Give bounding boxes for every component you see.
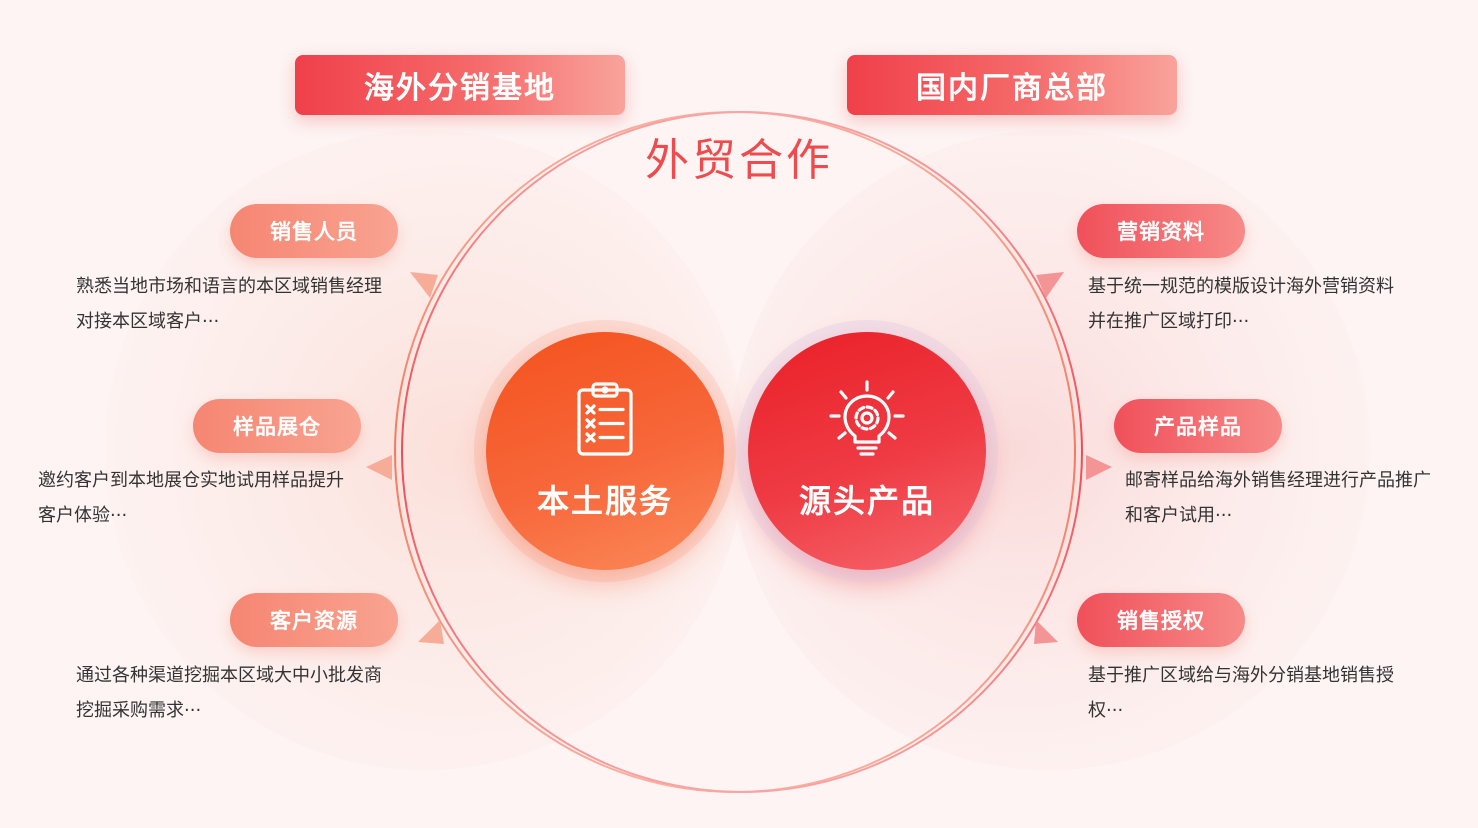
left-item-1-pill: 销售人员 [230, 204, 398, 258]
left-item-3-pill: 客户资源 [230, 593, 398, 647]
right-item-2-pill: 产品样品 [1114, 399, 1282, 453]
left-pointer-3 [418, 620, 444, 644]
right-ring [401, 111, 1083, 793]
left-item-2-pill: 样品展仓 [193, 399, 361, 453]
left-pointer-2 [366, 455, 392, 480]
left-pointer-1 [410, 272, 438, 298]
left-item-1-desc: 熟悉当地市场和语言的本区域销售经理对接本区域客户··· [76, 276, 382, 332]
right-item-2-desc: 邮寄样品给海外销售经理进行产品推广和客户试用··· [1125, 470, 1431, 526]
right-item-3-pill: 销售授权 [1077, 593, 1245, 647]
left-circle-label: 本土服务 [536, 482, 673, 520]
clipboard-checklist-icon [577, 382, 633, 456]
right-main-circle: 源头产品 [748, 332, 986, 570]
right-circle-label: 源头产品 [798, 482, 935, 520]
right-pointer-2 [1086, 455, 1112, 480]
left-main-circle: 本土服务 [486, 332, 724, 570]
lightbulb-gear-icon [829, 380, 905, 456]
center-title: 外贸合作 [645, 135, 833, 186]
left-item-3-desc: 通过各种渠道挖掘本区域大中小批发商挖掘采购需求··· [76, 665, 382, 721]
left-item-2-desc: 邀约客户到本地展仓实地试用样品提升客户体验··· [38, 470, 344, 526]
right-item-1-pill: 营销资料 [1077, 204, 1245, 258]
right-pointer-3 [1034, 620, 1058, 644]
header-banner-left: 海外分销基地 [295, 55, 625, 115]
header-banner-right: 国内厂商总部 [847, 55, 1177, 115]
right-pointer-1 [1036, 272, 1064, 298]
right-item-1-desc: 基于统一规范的模版设计海外营销资料并在推广区域打印··· [1088, 276, 1394, 332]
right-item-3-desc: 基于推广区域给与海外分销基地销售授权··· [1088, 665, 1394, 721]
